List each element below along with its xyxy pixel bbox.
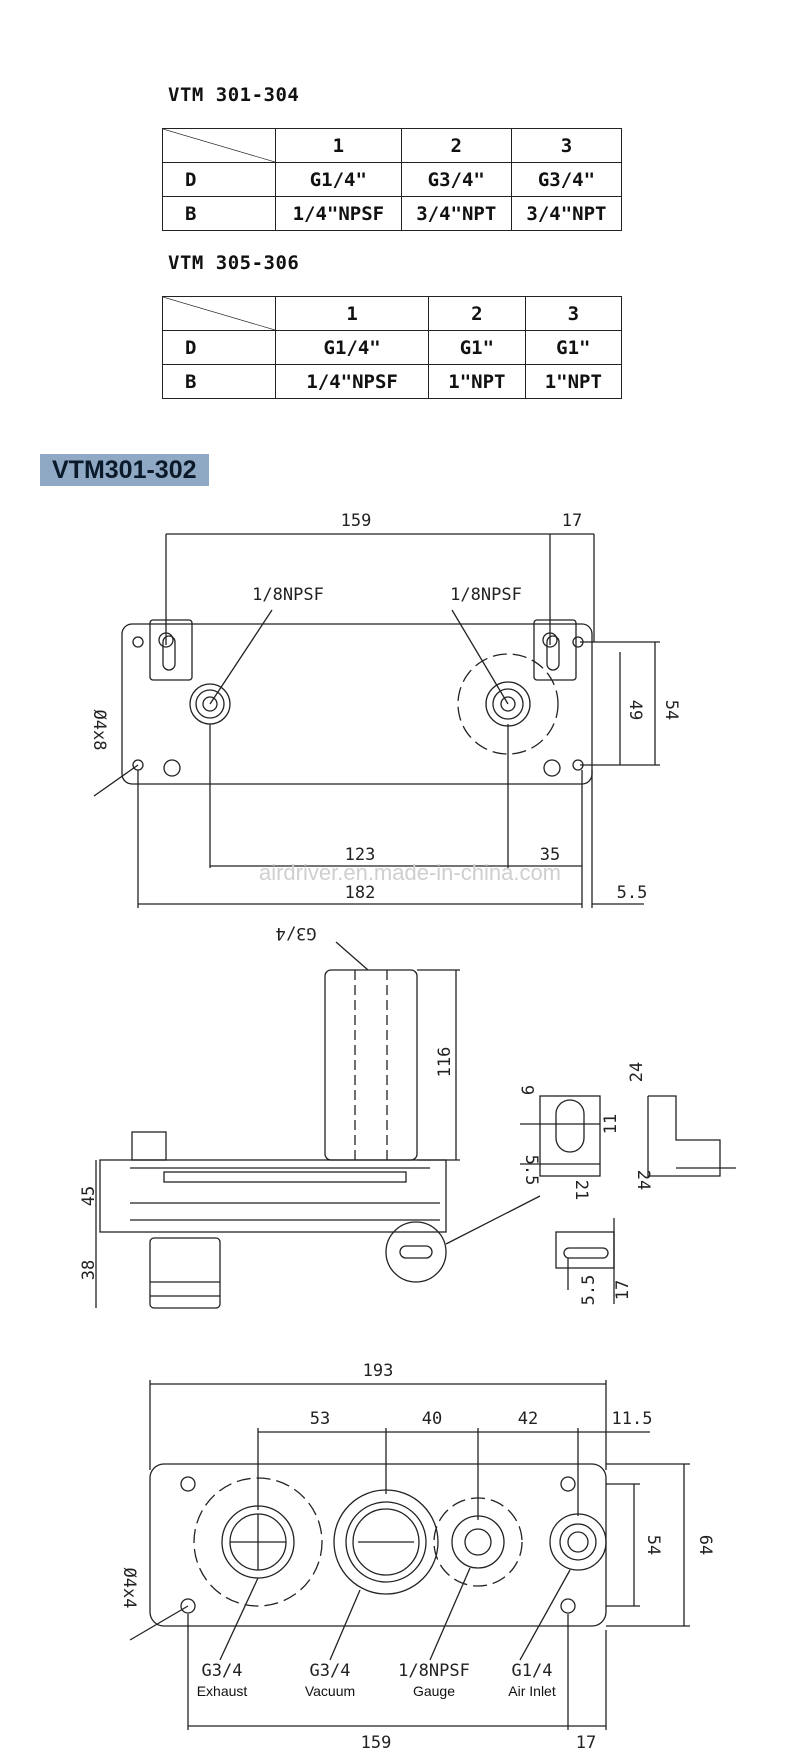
spec-table-vtm-301-304: 1 2 3 D G1/4" G3/4" G3/4" B 1/4"NPSF 3/4…	[162, 128, 623, 231]
table-cell: G1"	[524, 330, 623, 365]
dim-label: 193	[363, 1361, 394, 1381]
side-fitting	[131, 1131, 167, 1161]
dim-label: Ø4x8	[89, 710, 109, 751]
mounting-hole	[180, 1598, 196, 1614]
port-name-label: Air Inlet	[508, 1683, 556, 1699]
dim-label: 40	[422, 1409, 442, 1429]
table-cell: G1/4"	[275, 162, 402, 197]
dim-label: 159	[361, 1733, 392, 1753]
row-label: B	[162, 196, 276, 231]
dim-label: 54	[661, 700, 681, 720]
dim-label: 49	[625, 700, 645, 720]
gauge-port	[451, 1515, 505, 1569]
column-header: 3	[510, 128, 623, 163]
table-title-vtm-301-304: VTM 301-304	[168, 84, 300, 106]
port-thread-label: 1/8NPSF	[398, 1661, 470, 1681]
dim-label: 6	[519, 1085, 539, 1095]
table-row: D G1/4" G3/4" G3/4"	[162, 162, 623, 197]
dim-label: 17	[613, 1280, 633, 1300]
dim-label: 11.5	[612, 1409, 653, 1429]
dim-label: 42	[518, 1409, 538, 1429]
dim-label: 53	[310, 1409, 330, 1429]
spec-table-vtm-305-306: 1 2 3 D G1/4" G1" G1" B 1/4"NPSF 1"NPT 1…	[162, 296, 623, 399]
column-header: 1	[275, 128, 402, 163]
dim-label: 64	[695, 1535, 715, 1555]
table-cell: 1"NPT	[428, 364, 526, 399]
dim-label: 116	[435, 1047, 455, 1078]
port-name-label: Gauge	[413, 1683, 455, 1699]
dim-label: 5.5	[617, 883, 648, 903]
section-label: VTM301-302	[40, 454, 209, 486]
port-name-label: Vacuum	[305, 1683, 355, 1699]
table-title-vtm-305-306: VTM 305-306	[168, 252, 300, 274]
table-cell: 1"NPT	[524, 364, 623, 399]
dim-label: 11	[601, 1114, 621, 1134]
table-cell: 3/4"NPT	[510, 196, 623, 231]
detail-l-bracket	[647, 1095, 721, 1177]
dim-label: 24	[633, 1170, 653, 1190]
port-name-label: Exhaust	[197, 1683, 248, 1699]
port-label: 1/8NPSF	[450, 585, 522, 605]
lower-block	[149, 1237, 221, 1309]
column-header: 1	[274, 296, 430, 331]
dim-label: 5.5	[521, 1155, 541, 1186]
row-label: B	[162, 364, 276, 399]
table-cell: G1/4"	[274, 330, 430, 365]
mounting-hole	[560, 1598, 576, 1614]
dim-label: 45	[79, 1186, 99, 1206]
air-inlet-port	[549, 1513, 607, 1571]
port-label: 1/8NPSF	[252, 585, 324, 605]
table-cell: G3/4"	[510, 162, 623, 197]
base-block	[99, 1159, 447, 1233]
dim-label: 17	[562, 511, 582, 531]
dim-label: 182	[345, 883, 376, 903]
corner-cell	[162, 128, 276, 163]
dim-label: 38	[79, 1260, 99, 1280]
dim-label: Ø4x4	[119, 1568, 139, 1609]
dim-label: 35	[540, 845, 560, 865]
table-row: B 1/4"NPSF 1"NPT 1"NPT	[162, 364, 623, 399]
table-row: D G1/4" G1" G1"	[162, 330, 623, 365]
dim-label: 24	[627, 1062, 647, 1082]
mounting-slot-left	[149, 619, 193, 681]
dim-label: 21	[571, 1180, 591, 1200]
port-thread-label: G3/4	[202, 1661, 243, 1681]
table-row: B 1/4"NPSF 3/4"NPT 3/4"NPT	[162, 196, 623, 231]
table-cell: G1"	[428, 330, 526, 365]
dim-label: 54	[643, 1535, 663, 1555]
mounting-slot-right	[533, 619, 577, 681]
top-view-body	[121, 623, 593, 785]
table-cell: 1/4"NPSF	[275, 196, 402, 231]
port-thread-label: G3/4	[310, 1661, 351, 1681]
dim-label: 159	[341, 511, 372, 531]
corner-cell	[162, 296, 276, 331]
mounting-hole	[132, 636, 144, 648]
table-cell: 3/4"NPT	[400, 196, 512, 231]
cylinder-body	[324, 969, 418, 1161]
dim-label: 5.5	[579, 1275, 599, 1306]
mounting-hole	[180, 1476, 196, 1492]
detail-circle	[385, 1221, 447, 1283]
thread-label: G3/4	[276, 923, 317, 943]
dim-label: 17	[576, 1733, 596, 1753]
port-right-outline	[457, 653, 559, 755]
detail-bracket	[539, 1095, 601, 1177]
port-thread-label: G1/4	[512, 1661, 553, 1681]
watermark: airdriver.en.made-in-china.com	[259, 860, 561, 885]
bottom-view-body	[149, 1463, 607, 1627]
mounting-hole	[560, 1476, 576, 1492]
table-cell: 1/4"NPSF	[274, 364, 430, 399]
dim-label: 123	[345, 845, 376, 865]
column-header: 2	[428, 296, 526, 331]
